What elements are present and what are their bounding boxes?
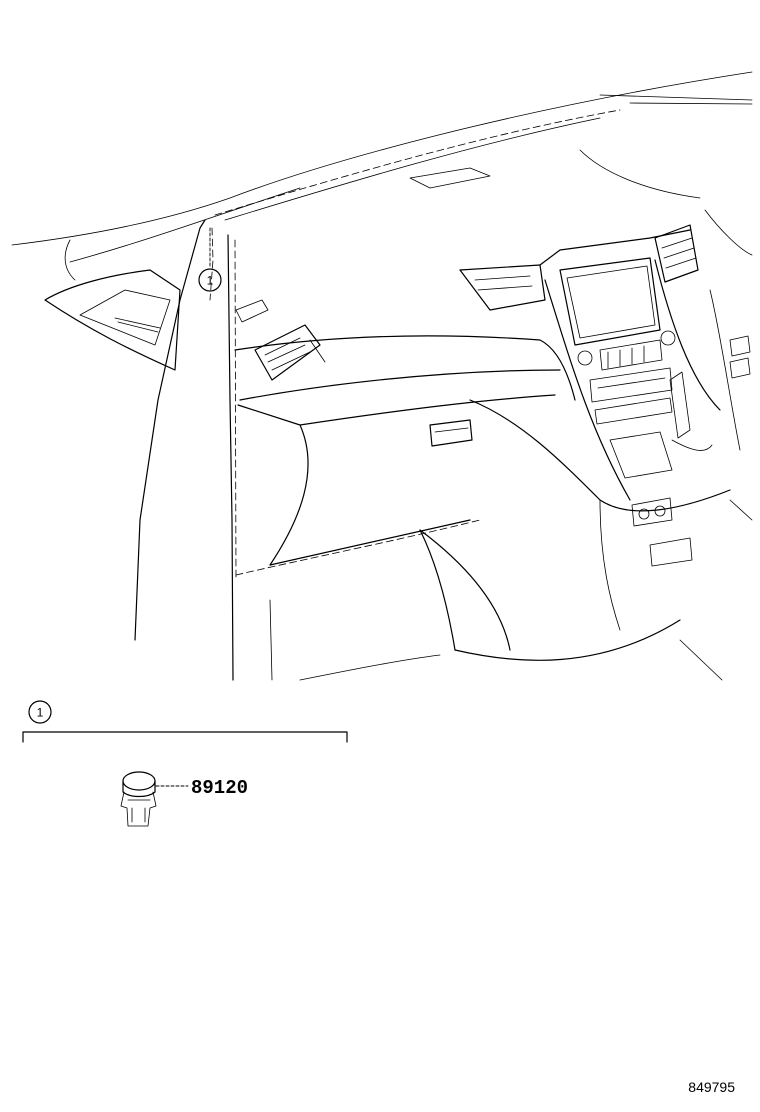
location-callout: 1 [198, 227, 222, 292]
legend-section: 1 89120 [22, 700, 348, 827]
callout-number-legend: 1 [37, 706, 44, 720]
callout-circle-top [198, 268, 222, 292]
part-number: 89120 [191, 777, 248, 799]
callout-circle-legend [28, 700, 52, 724]
callout-number-top: 1 [207, 274, 214, 288]
dashboard-illustration [11, 71, 753, 681]
clip-part-illustration [120, 771, 157, 827]
diagram-reference-code: 849795 [688, 1079, 735, 1095]
legend-bracket [22, 731, 348, 743]
